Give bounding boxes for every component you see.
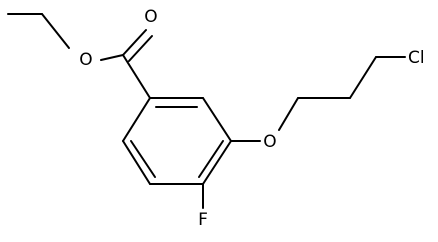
- fluorine-label: F: [198, 210, 208, 230]
- ring-bond-3: [202, 140, 232, 185]
- bond-ester-o-carbonyl-c: [100, 54, 124, 61]
- ring-bond-2: [202, 97, 232, 142]
- ring-inner-bond-3: [130, 140, 156, 178]
- chlorine-label: Cl: [408, 48, 425, 68]
- bond-carbonyl-double-b: [128, 35, 153, 62]
- ether-oxygen-label: O: [263, 132, 276, 152]
- bond-carbonyl-c-ring: [122, 54, 151, 99]
- ring-bond-6: [122, 97, 151, 142]
- ring-bond-5: [122, 140, 151, 185]
- bond-ethyl-ch2-o: [41, 13, 70, 49]
- ring-inner-bond-2: [198, 140, 224, 178]
- carbonyl-oxygen-label: O: [144, 7, 157, 27]
- bond-ether-o-ch2: [278, 97, 299, 131]
- bond-carbonyl-double-a: [122, 29, 147, 56]
- bond-ch2-ch2-cl: [349, 56, 377, 99]
- ester-oxygen-label: O: [79, 50, 92, 70]
